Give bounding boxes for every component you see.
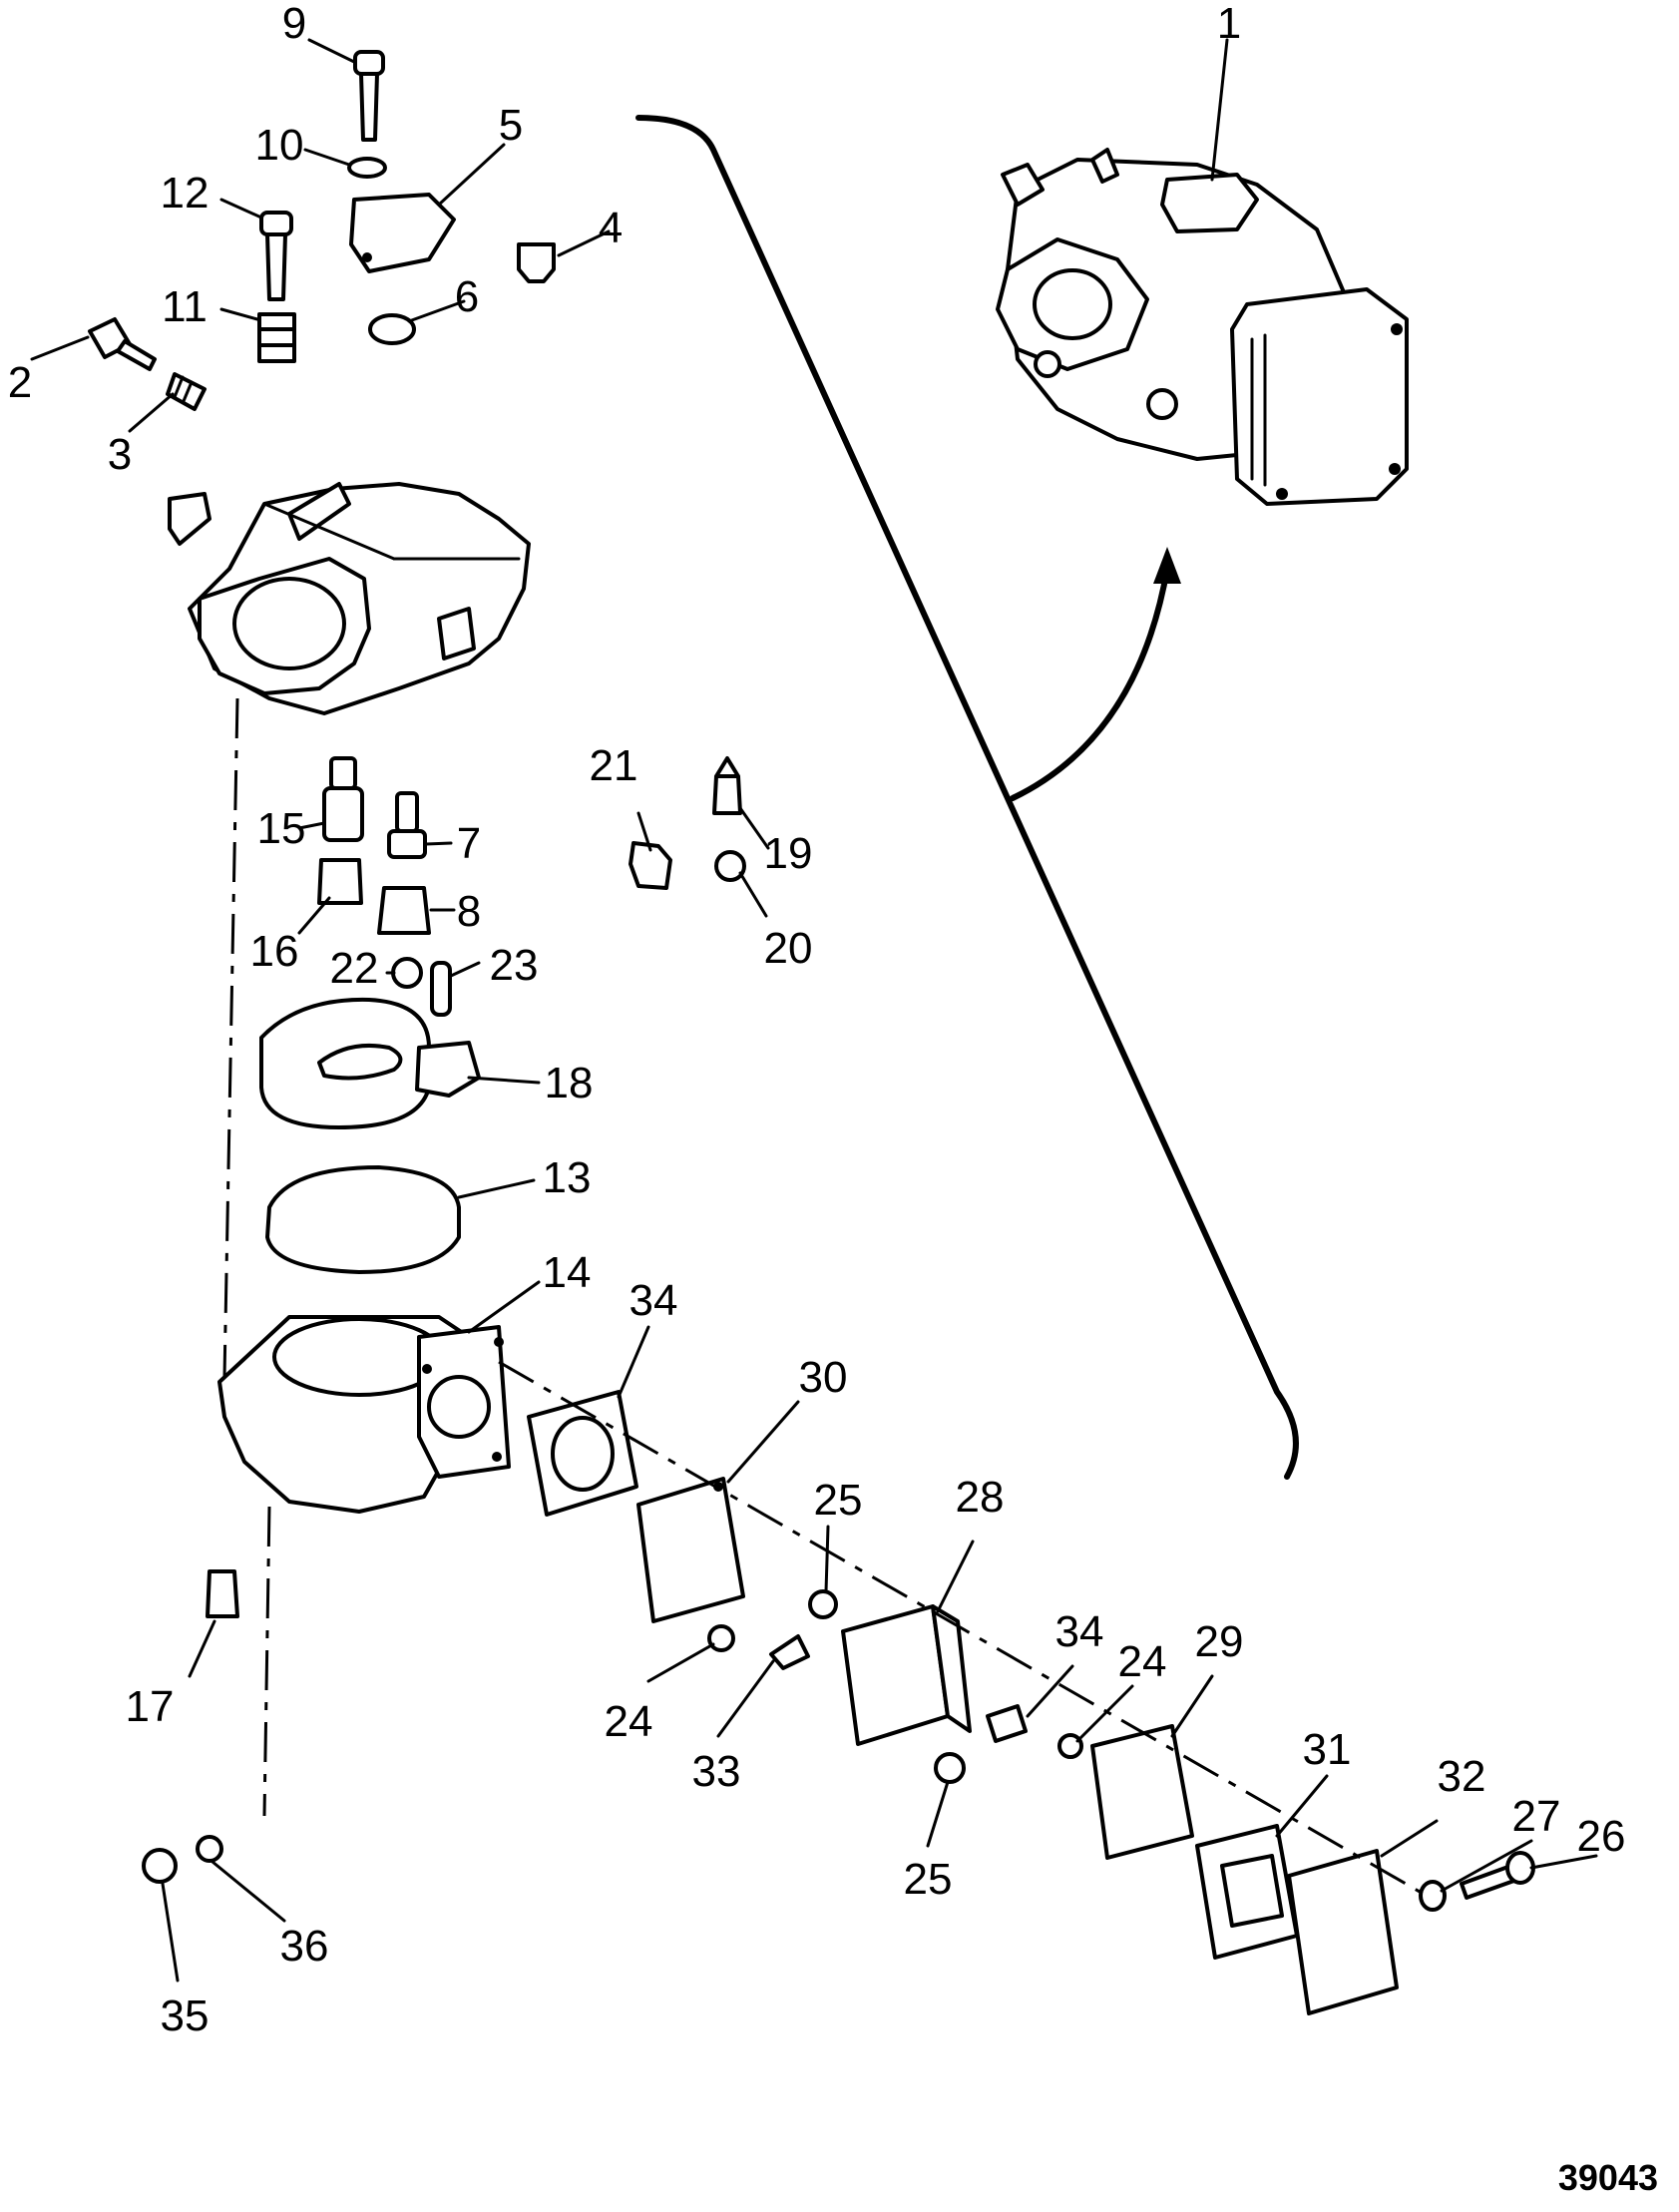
screw-24-left	[707, 1624, 735, 1652]
callout-22: 22	[330, 944, 379, 993]
callout-17: 17	[126, 1682, 175, 1731]
drain-plug-17	[206, 1569, 239, 1618]
callout-20: 20	[764, 924, 813, 973]
pin-23	[430, 961, 452, 1017]
callout-25-bottom: 25	[904, 1855, 953, 1904]
figure-number: 39043	[1558, 2157, 1658, 2198]
spring-11	[257, 312, 296, 363]
nozzle-16	[317, 858, 363, 905]
callout-35: 35	[161, 1991, 210, 2040]
jet-7	[387, 791, 427, 859]
check-valve-34-right	[986, 1704, 1028, 1743]
washer-10	[347, 157, 387, 179]
alignment-axis-left	[222, 697, 239, 1378]
callout-27: 27	[1512, 1792, 1561, 1841]
jet-15	[322, 756, 364, 842]
callout-10: 10	[255, 121, 304, 170]
callout-1: 1	[1217, 0, 1241, 48]
callout-36: 36	[280, 1922, 329, 1971]
float-18	[259, 997, 481, 1129]
gasket-33-hole	[551, 1416, 615, 1492]
callout-15: 15	[257, 804, 306, 853]
callout-24-right: 24	[1118, 1637, 1167, 1686]
gasket-6	[368, 313, 416, 345]
inset-bracket-line	[635, 115, 1299, 1480]
spring-3	[166, 372, 207, 411]
float-bowl-14	[217, 1315, 511, 1514]
callout-19: 19	[764, 829, 813, 878]
nut-25-bottom	[934, 1752, 966, 1784]
callout-23: 23	[490, 941, 539, 990]
washer-36	[196, 1835, 223, 1863]
nut-25-top	[808, 1589, 838, 1619]
callout-29: 31	[1303, 1725, 1352, 1774]
alignment-axis-right	[262, 1506, 271, 1817]
callout-5: 5	[499, 101, 523, 150]
callout-14: 14	[543, 1248, 592, 1297]
gasket-21	[629, 841, 672, 890]
callout-34-left: 33	[692, 1747, 741, 1796]
callout-2: 2	[8, 358, 32, 407]
callout-4: 4	[599, 204, 623, 252]
callout-32: 30	[799, 1353, 848, 1402]
plug-8	[377, 886, 431, 935]
callout-16: 16	[250, 927, 299, 976]
callout-28: 32	[1438, 1752, 1486, 1801]
gasket-13	[265, 1165, 461, 1274]
plug-4	[517, 242, 556, 283]
assembly-arrow-head	[1153, 547, 1181, 584]
pump-body-31	[841, 1604, 950, 1746]
screw-24-right	[1057, 1733, 1083, 1759]
screw-9	[353, 50, 385, 142]
screw-12	[259, 211, 293, 301]
callout-25-top: 25	[814, 1476, 863, 1525]
screw-22	[391, 957, 423, 989]
callout-26: 26	[1577, 1812, 1626, 1861]
callout-30: 29	[1195, 1617, 1244, 1666]
callout-6: 6	[455, 272, 479, 321]
diaphragm-32	[636, 1477, 745, 1623]
callout-33: 34	[630, 1276, 678, 1325]
callout-13: 13	[543, 1153, 592, 1202]
callout-34-right: 34	[1055, 1607, 1104, 1656]
callout-8: 8	[457, 887, 481, 936]
cover-28	[1287, 1849, 1399, 2015]
diaphragm-30	[1090, 1724, 1194, 1860]
callout-31: 28	[956, 1473, 1005, 1522]
needle-19	[712, 756, 742, 815]
washer-27	[1419, 1880, 1447, 1912]
check-valve-34-left	[769, 1634, 810, 1670]
callout-12: 12	[161, 169, 210, 218]
alignment-axis-pump	[498, 1360, 1428, 1898]
assembly-arrow-curve	[1010, 566, 1170, 801]
gasket-29-window	[1220, 1854, 1284, 1928]
pump-body-31-side	[931, 1604, 972, 1733]
cover-5	[349, 193, 456, 273]
callout-3: 3	[108, 430, 132, 479]
callout-9: 9	[282, 0, 306, 48]
cover-5-hole	[362, 252, 372, 262]
callout-24-left: 24	[605, 1697, 653, 1746]
assembled-carburetor-inset	[996, 148, 1409, 506]
screw-2	[88, 317, 157, 371]
callout-21: 21	[590, 741, 638, 790]
carburetor-body	[168, 482, 531, 715]
callout-18: 18	[545, 1059, 594, 1107]
seat-20	[714, 850, 746, 882]
callout-7: 7	[457, 819, 481, 868]
callout-11: 11	[162, 282, 208, 331]
screw-35	[142, 1848, 178, 1884]
screw-26	[1460, 1851, 1535, 1900]
